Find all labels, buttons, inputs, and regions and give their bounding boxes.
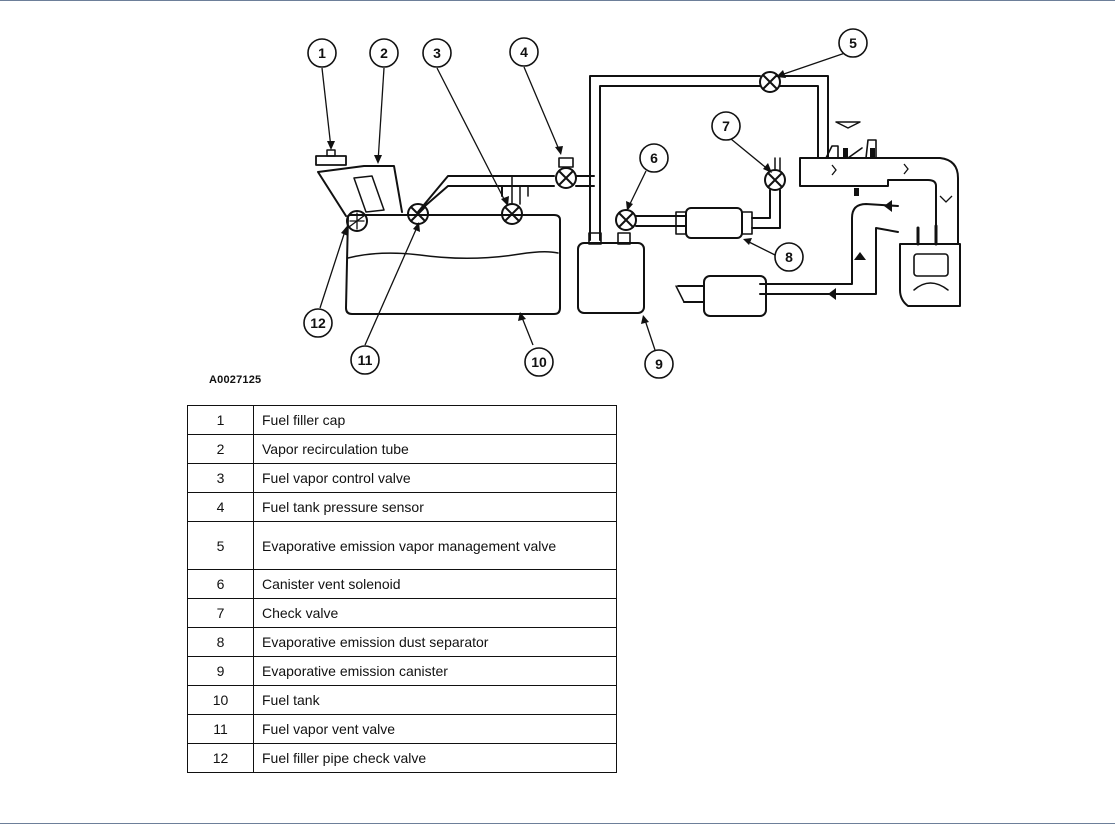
legend-label: Vapor recirculation tube <box>253 434 617 464</box>
table-row: 6 Canister vent solenoid <box>187 569 617 599</box>
legend-number: 11 <box>187 714 254 744</box>
callout-label-10: 10 <box>531 354 547 370</box>
callout-1 <box>307 38 337 68</box>
legend-number: 3 <box>187 463 254 493</box>
exhaust-pipe <box>759 203 899 295</box>
callout-7 <box>711 111 741 141</box>
legend-number: 6 <box>187 569 254 599</box>
figure-id: A0027125 <box>209 374 262 386</box>
check-valve <box>764 169 786 191</box>
filler-pipe-check-valve <box>346 210 368 232</box>
legend-number: 10 <box>187 685 254 715</box>
fuel-level <box>347 250 559 260</box>
callout-label-4: 4 <box>520 44 528 60</box>
fuel-filler-cap <box>315 155 347 166</box>
filler-neck <box>317 165 403 217</box>
legend-label: Evaporative emission dust separator <box>253 627 617 657</box>
callout-6 <box>639 143 669 173</box>
fuel-tank-pressure-sensor <box>555 157 577 189</box>
muffler <box>703 275 767 317</box>
canister-vent-solenoid <box>615 209 637 231</box>
table-row: 10 Fuel tank <box>187 685 617 715</box>
legend-label: Fuel filler cap <box>253 405 617 435</box>
callout-label-9: 9 <box>655 356 663 372</box>
legend-number: 12 <box>187 743 254 773</box>
vapor-recirculation-tube <box>353 175 385 213</box>
legend-label: Fuel tank pressure sensor <box>253 492 617 522</box>
dust-separator <box>685 207 743 239</box>
legend-number: 4 <box>187 492 254 522</box>
legend-label: Evaporative emission canister <box>253 656 617 686</box>
table-row: 1 Fuel filler cap <box>187 405 617 435</box>
callout-8 <box>774 242 804 272</box>
callout-11 <box>350 345 380 375</box>
table-row: 11 Fuel vapor vent valve <box>187 714 617 744</box>
legend-label: Fuel vapor control valve <box>253 463 617 493</box>
legend-number: 2 <box>187 434 254 464</box>
legend-label: Fuel filler pipe check valve <box>253 743 617 773</box>
callout-label-7: 7 <box>722 118 730 134</box>
table-row: 2 Vapor recirculation tube <box>187 434 617 464</box>
fuel-vapor-control-valve <box>501 203 523 225</box>
callout-label-12: 12 <box>310 315 326 331</box>
table-row: 3 Fuel vapor control valve <box>187 463 617 493</box>
purge-line <box>589 75 829 241</box>
evap-canister <box>577 242 645 314</box>
engine <box>899 243 961 307</box>
legend-number: 5 <box>187 521 254 570</box>
evap-system-diagram: 1 2 3 4 5 6 7 8 9 10 11 12 <box>303 28 961 379</box>
callout-12 <box>303 308 333 338</box>
legend-table: 1 Fuel filler cap 2 Vapor recirculation … <box>187 405 617 773</box>
table-row: 9 Evaporative emission canister <box>187 656 617 686</box>
callout-label-2: 2 <box>380 45 388 61</box>
callout-3 <box>422 38 452 68</box>
callout-label-8: 8 <box>785 249 793 265</box>
callout-2 <box>369 38 399 68</box>
fuel-tank <box>345 214 561 315</box>
callout-10 <box>524 347 554 377</box>
vent-line <box>417 175 555 213</box>
legend-label: Canister vent solenoid <box>253 569 617 599</box>
table-row: 4 Fuel tank pressure sensor <box>187 492 617 522</box>
table-row: 5 Evaporative emission vapor management … <box>187 521 617 570</box>
callout-label-5: 5 <box>849 35 857 51</box>
legend-label: Check valve <box>253 598 617 628</box>
table-row: 8 Evaporative emission dust separator <box>187 627 617 657</box>
callout-5 <box>838 28 868 58</box>
table-row: 12 Fuel filler pipe check valve <box>187 743 617 773</box>
callout-label-3: 3 <box>433 45 441 61</box>
callout-label-11: 11 <box>358 352 373 368</box>
callout-label-6: 6 <box>650 150 658 166</box>
legend-number: 8 <box>187 627 254 657</box>
legend-label: Fuel tank <box>253 685 617 715</box>
callout-4 <box>509 37 539 67</box>
vapor-management-valve <box>759 71 781 93</box>
legend-label: Fuel vapor vent valve <box>253 714 617 744</box>
legend-number: 9 <box>187 656 254 686</box>
callout-9 <box>644 349 674 379</box>
intake-manifold <box>799 157 959 245</box>
legend-number: 7 <box>187 598 254 628</box>
legend-label: Evaporative emission vapor management va… <box>253 521 617 570</box>
table-row: 7 Check valve <box>187 598 617 628</box>
legend-number: 1 <box>187 405 254 435</box>
callout-label-1: 1 <box>318 45 326 61</box>
